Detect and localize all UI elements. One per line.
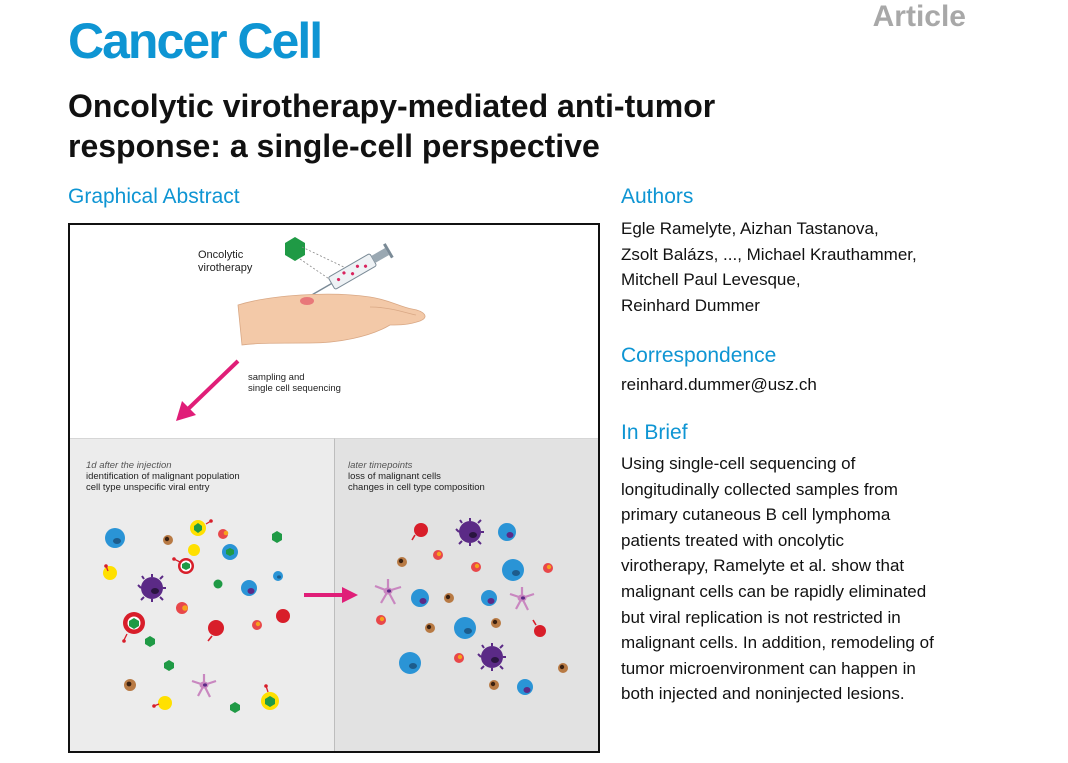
left-cells [103,519,290,713]
in-brief-line: primary cutaneous B cell lymphoma [621,505,891,525]
graphical-abstract-heading: Graphical Abstract [68,185,240,208]
article-type-label: Article [872,0,966,33]
in-brief-line: Using single-cell sequencing of [621,454,856,473]
in-brief-line: longitudinally collected samples from [621,479,898,499]
arrow-right-icon [342,587,358,603]
authors-heading: Authors [621,185,694,208]
correspondence-email[interactable]: reinhard.dummer@usz.ch [621,375,817,394]
oncolytic-label: Oncolytic virotherapy [198,249,253,274]
right-panel [334,438,598,751]
title-line-1: Oncolytic virotherapy-mediated anti-tumo… [68,88,716,124]
left-panel-label: 1d after the injection identification of… [86,460,240,493]
in-brief-line: malignant cells can be rapidly eliminate… [621,581,927,601]
injection-illustration [176,237,426,421]
lesion-icon [300,297,314,305]
authors-line-1: Egle Ramelyte, Aizhan Tastanova, [621,219,879,238]
syringe-icon [312,243,394,296]
authors-line-4: Reinhard Dummer [621,295,760,315]
in-brief-line: virotherapy, Ramelyte et al. show that [621,556,905,576]
right-panel-label: later timepoints loss of malignant cells… [348,460,485,493]
authors-list: Egle Ramelyte, Aizhan Tastanova, Zsolt B… [621,216,917,318]
in-brief-line: both injected and noninjected lesions. [621,684,905,704]
in-brief-text: Using single-cell sequencing of longitud… [621,451,934,707]
cell-illustration [103,518,568,713]
sampling-label: sampling and single cell sequencing [248,372,341,394]
authors-line-3: Mitchell Paul Levesque, [621,270,801,290]
graphical-abstract-figure: Oncolytic virotherapy sampling and singl… [68,223,600,753]
article-title: Oncolytic virotherapy-mediated anti-tumo… [68,86,848,166]
in-brief-heading: In Brief [621,421,688,444]
title-line-2: response: a single-cell perspective [68,128,600,164]
arm-icon [237,293,426,346]
in-brief-line: tumor microenvironment can happen in [621,658,916,678]
in-brief-line: malignant cells. In addition, remodeling… [621,633,934,653]
correspondence-heading: Correspondence [621,344,777,367]
authors-line-2: Zsolt Balázs, ..., Michael Krauthammer, [621,244,917,264]
journal-name: Cancer Cell [68,13,323,69]
right-cells [374,518,568,695]
in-brief-line: patients treated with oncolytic [621,530,845,550]
virus-icon [285,237,305,261]
in-brief-line: but viral replication is not restricted … [621,607,901,627]
arrow-down-icon [176,401,196,421]
left-panel [70,438,334,751]
